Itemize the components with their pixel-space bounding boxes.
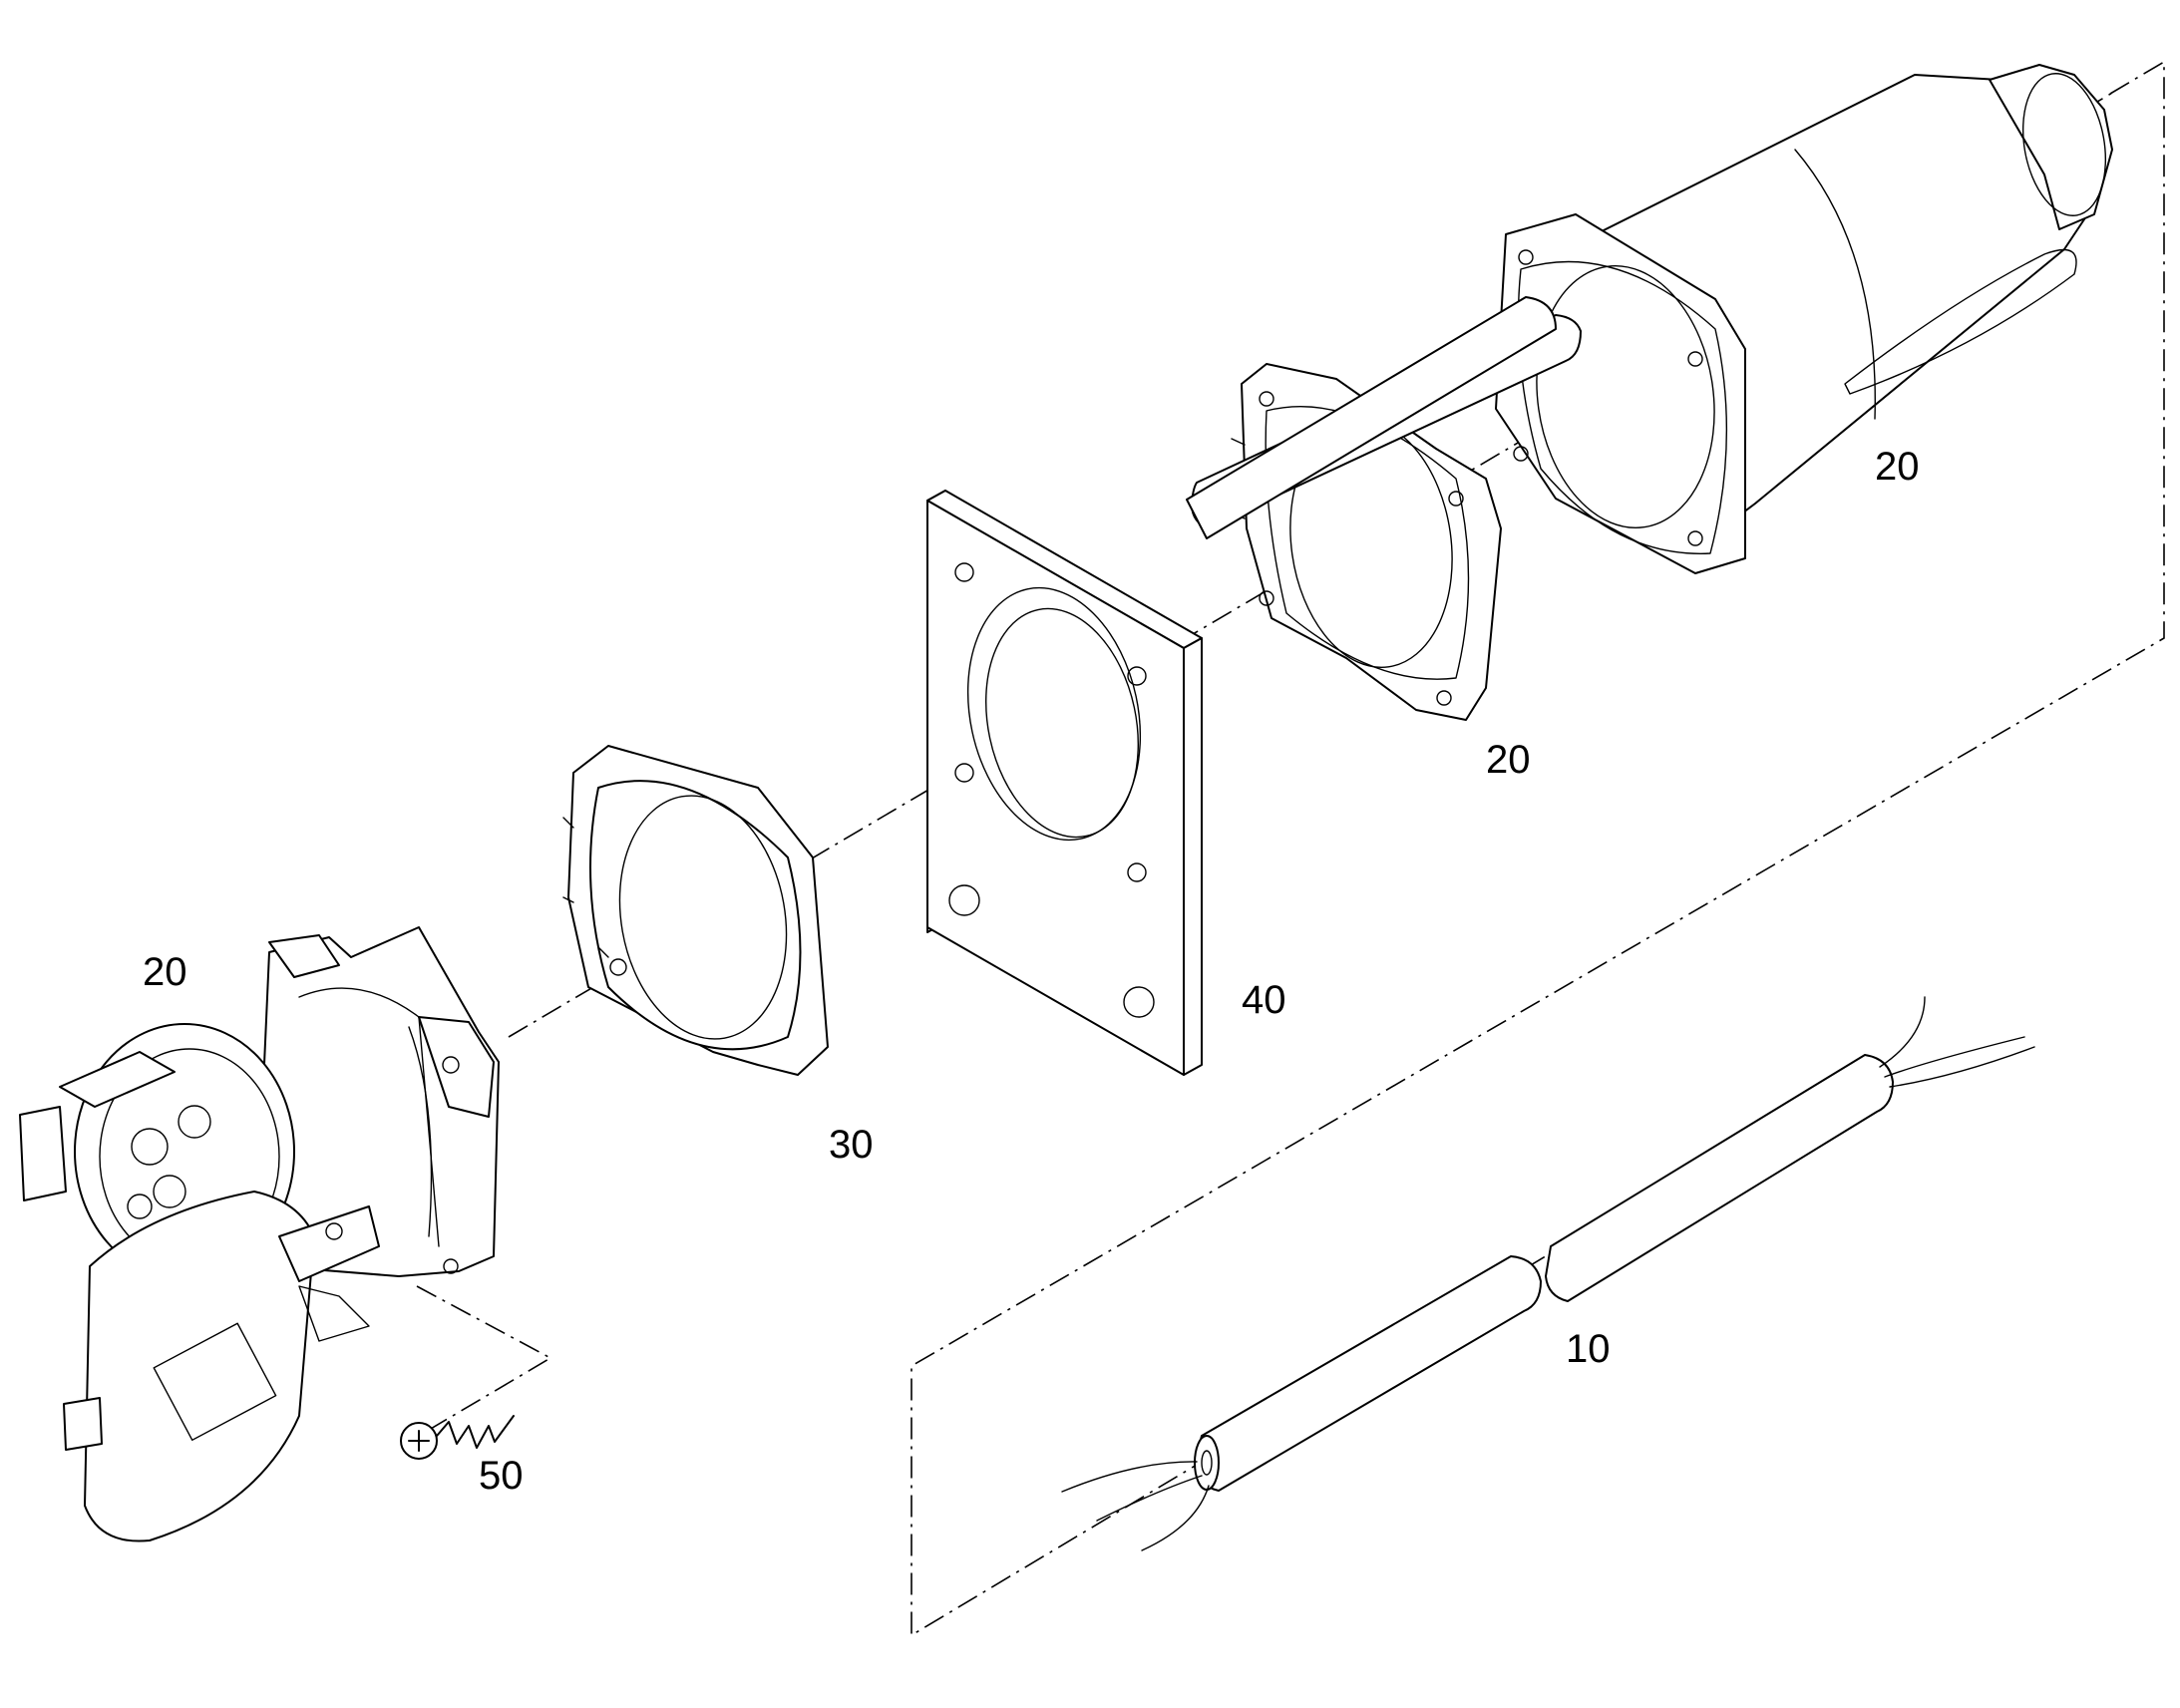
screw <box>400 1415 515 1460</box>
rear-cover <box>1495 64 2113 574</box>
callout-mounting-plate: 40 <box>1242 978 1286 1022</box>
cable <box>1061 296 2035 1551</box>
connector-housing <box>19 926 500 1542</box>
callout-gasket-seal: 20 <box>1486 738 1531 782</box>
callout-cable: 10 <box>1566 1327 1611 1371</box>
assembly-axis-lines <box>416 60 2165 1637</box>
callout-screw: 50 <box>479 1454 524 1498</box>
bellows-seal <box>562 745 829 1076</box>
callout-rear-cover: 20 <box>1875 445 1920 489</box>
callout-connector-housing: 20 <box>143 950 187 994</box>
callout-bellows-seal: 30 <box>829 1123 874 1167</box>
mounting-plate <box>926 490 1203 1076</box>
